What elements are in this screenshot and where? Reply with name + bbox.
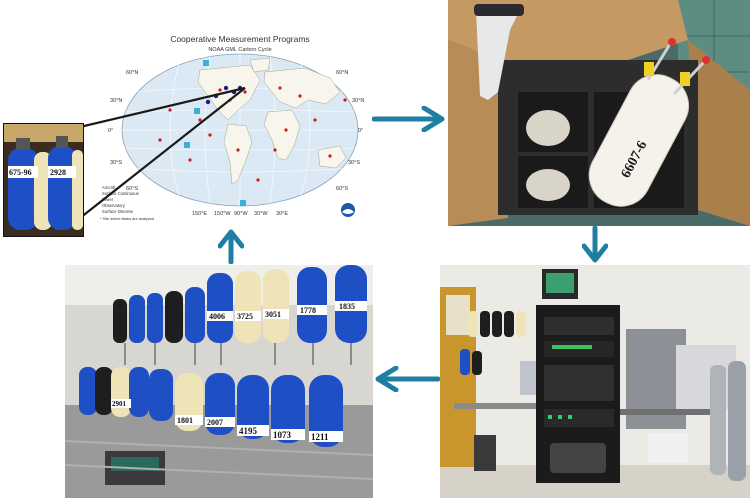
inset-cylinder-label-2: 2928 [50,168,66,177]
lon-label-30e: 30°E [276,211,288,217]
arrow-map-to-shipping [372,106,445,132]
flask-cylinder [588,74,690,207]
lon-label-150w: 150°W [214,211,231,217]
cylinder-inset-photo: 675-96 2928 [3,123,84,237]
lat-label-30n-right: 30°N [352,98,364,104]
box-flap-right [688,40,750,226]
legend-item-aircraft: Aircraft [102,185,116,190]
barcode-scanner-icon [474,4,524,100]
lat-label-30s: 30°S [110,160,122,166]
flask-shipping-box-photo: 6607-6 [448,0,750,226]
legend-item-tower: Tower [102,197,114,202]
lat-label-30s-right: 30°S [348,160,360,166]
inset-cylinder-label-1: 675-96 [9,168,32,177]
legend-item-surface-continuous: Surface Continuous [102,191,139,196]
legend-item-observatory: Observatory [102,203,126,208]
instrument-rack [536,269,620,483]
lat-label-60s: 60°S [126,186,138,192]
flask-valves [644,38,710,96]
manifold-top-label-5: 1835 [339,302,355,311]
manifold-bottom-label-2: 1801 [177,416,193,425]
manifold-top-label-2: 3725 [237,312,253,321]
manifold-bottom-label-3: 2007 [207,418,223,427]
lon-label-90w: 90°W [234,211,248,217]
manifold-top-label-1: 4006 [209,312,225,321]
analyzer-box [676,345,736,409]
manifold-bottom-label-4: 4195 [239,426,258,436]
flask-manifold-photo: 4006 3725 3051 1778 1835 2901 [65,265,373,498]
map-title: Cooperative Measurement Programs [170,34,309,44]
legend-item-surface-discrete: Surface Discrete [102,209,134,214]
manifold-top-label-3: 3051 [265,310,281,319]
analysis-system-photo [440,265,750,498]
manifold-bottom-label-6: 1211 [311,432,329,442]
lon-label-30w: 30°W [254,211,268,217]
tall-gas-cylinders [710,361,746,481]
lat-label-60n-right: 60°N [336,70,348,76]
lat-label-60s-right: 60°S [336,186,348,192]
legend-note: * Site where flasks are analyzed [100,217,154,221]
world-map [121,53,359,207]
lat-label-0-right: 0° [358,128,363,134]
lat-label-30n: 30°N [110,98,122,104]
lat-label-0: 0° [108,128,113,134]
manifold-top-label-4: 1778 [300,306,316,315]
map-legend: Aircraft Surface Continuous Tower Observ… [100,185,154,221]
manifold-bottom-label-1: 2901 [112,400,127,408]
small-manifold-cylinders [460,311,526,375]
manifold-back-row [113,287,205,343]
arrow-manifold-to-map [218,229,244,264]
lat-label-60n: 60°N [126,70,138,76]
lon-label-150e: 150°E [192,211,207,217]
map-panel: Cooperative Measurement Programs NOAA GM… [100,30,370,225]
manifold-valves [124,343,352,365]
noaa-logo-icon [341,203,355,217]
manifold-bottom-label-5: 1073 [273,430,292,440]
arrow-analysis-to-manifold [375,366,440,392]
map-subtitle: NOAA GML Carbon Cycle [208,47,271,53]
arrow-shipping-to-analysis [582,226,608,263]
